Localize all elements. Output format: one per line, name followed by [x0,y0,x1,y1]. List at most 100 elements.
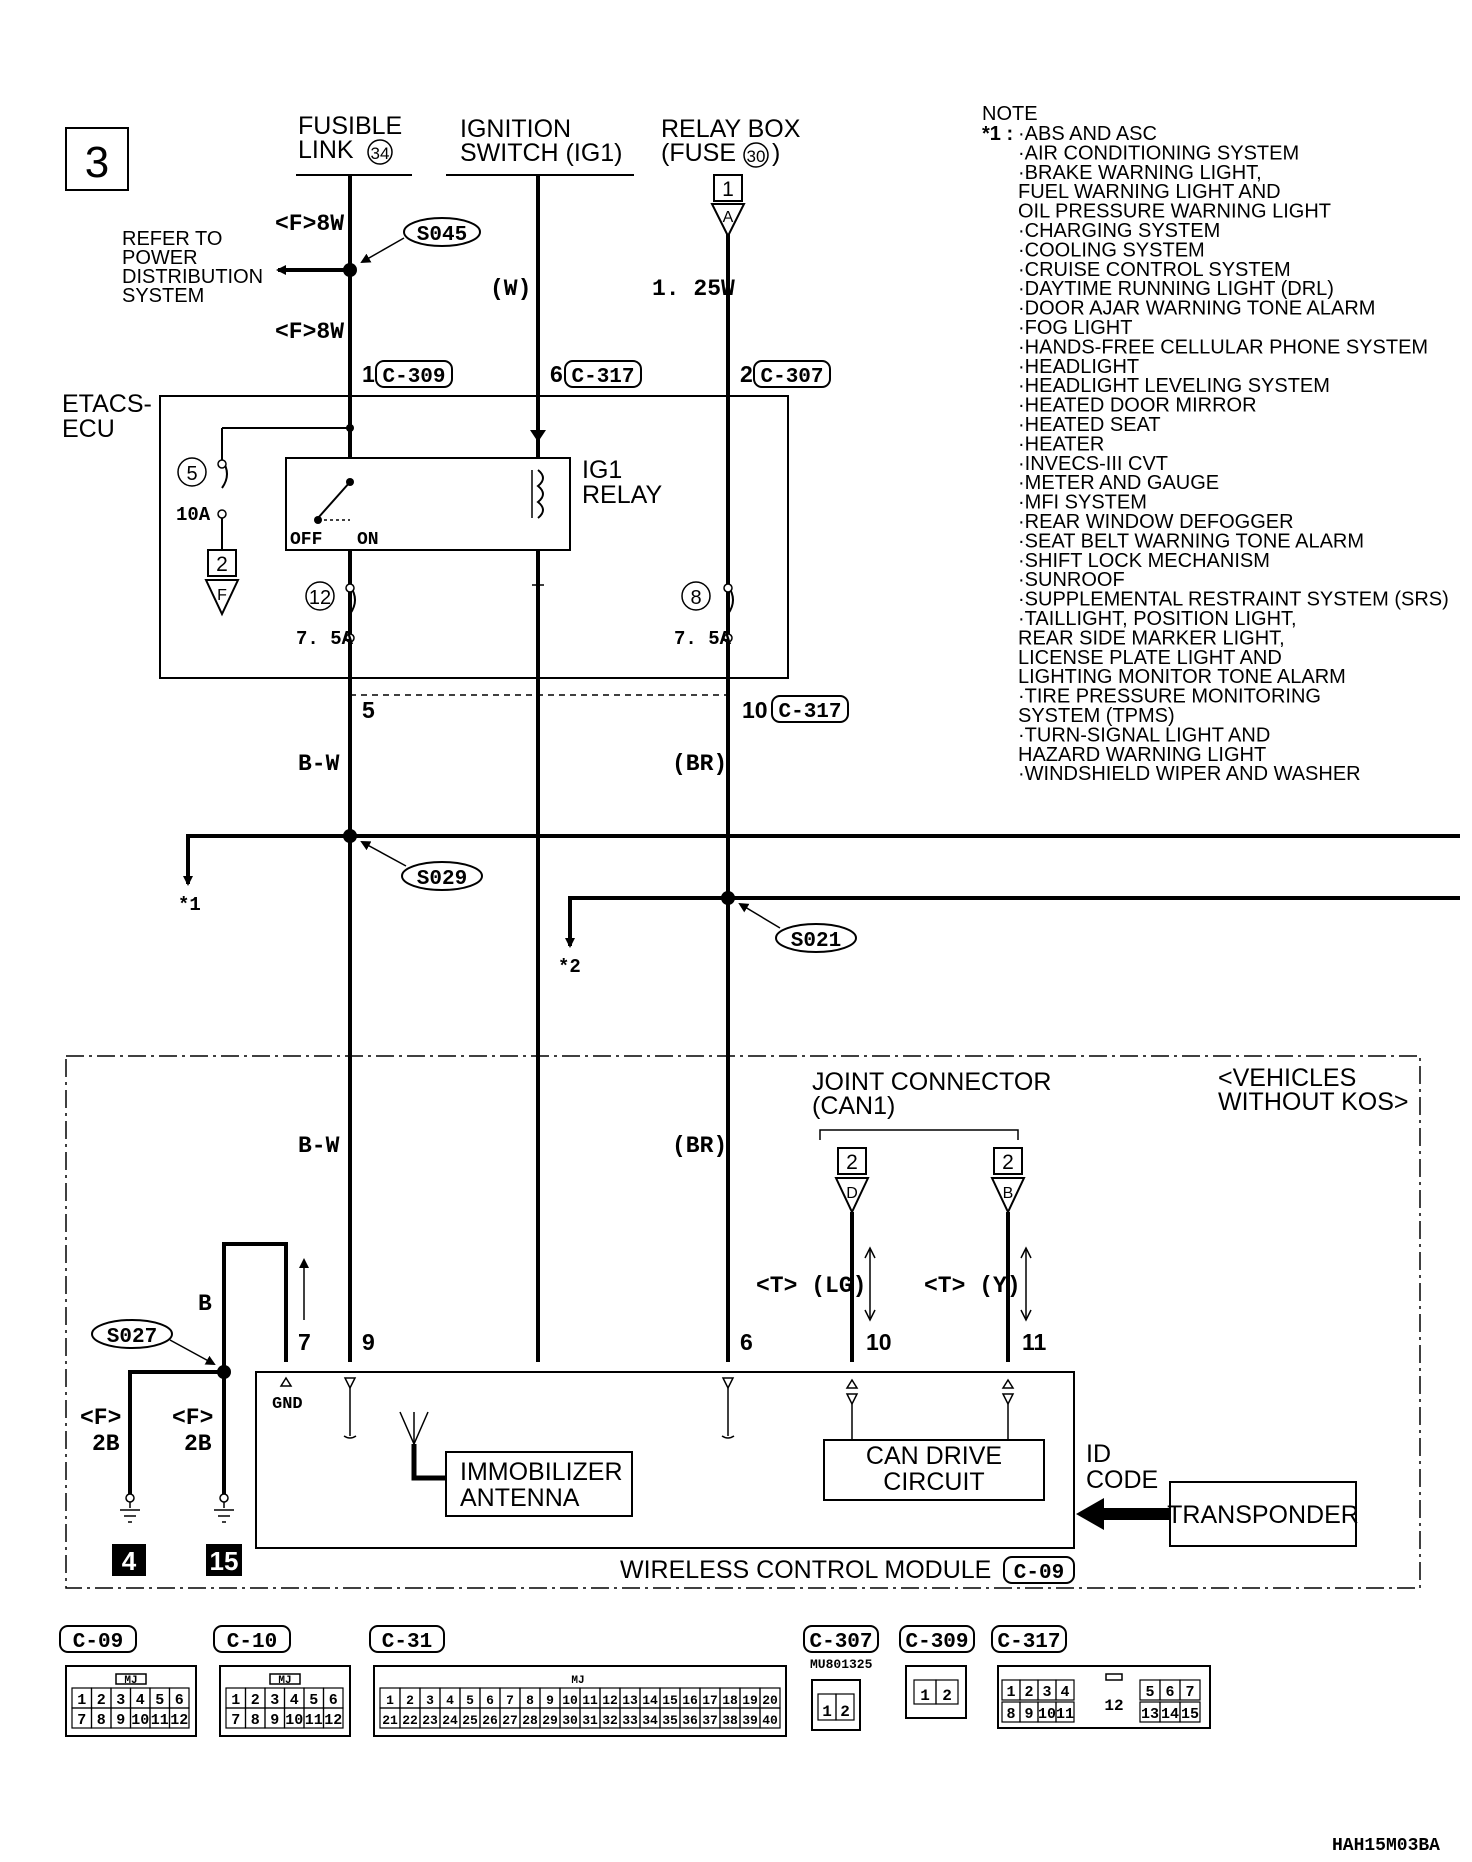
can-flag-d: 2 D [834,1147,870,1362]
connector-pin-label: 9 [270,1712,279,1729]
note-line: ·FOG LIGHT [1018,317,1132,339]
legend-c09-name: C-09 [73,1631,123,1654]
relay-box-fuse-number: 30 [747,147,766,166]
connector-pin-label: 20 [762,1693,778,1708]
connector-pin-label: 12 [170,1712,188,1729]
connector-pin-label: 3 [1042,1684,1051,1701]
wire-label-bw-top: B-W [298,751,340,777]
legend-c10-name: C-10 [227,1631,277,1654]
legend-c317-mid: 12 [1104,1697,1123,1715]
fuse12-amp: 7. 5A [296,628,354,650]
connector-pin-label: 5 [155,1692,164,1709]
legend-c10-tag: MJ [278,1675,291,1687]
connector-pin-label: 1 [822,1703,832,1721]
connector-pin-label: 38 [722,1713,738,1728]
splice-s027: S027 [91,1319,216,1365]
note-line: ·HANDS-FREE CELLULAR PHONE SYSTEM [1018,336,1428,358]
ground-tag-15-label: 15 [210,1546,239,1576]
module-boundary [65,1055,1421,1589]
connector-c317-label: C-317 [571,366,634,389]
connector-pin-label: 10 [562,1693,578,1708]
wcm-pin-9: 9 [362,1329,375,1355]
id-code-arrow [1076,1498,1170,1530]
connector-pin-label: 8 [526,1693,534,1708]
connector-pin-label: 40 [762,1713,778,1728]
note-line: REAR SIDE MARKER LIGHT, [1018,627,1285,649]
connector-pin-label: 16 [682,1693,698,1708]
connector-pin-label: 8 [97,1712,106,1729]
source-relay-box: RELAY BOX (FUSE 30 ) [661,115,801,168]
pin-c307: 2 C-307 [740,360,831,389]
etacs-label-1: ETACS- [62,390,152,418]
splice-s021: S021 [738,902,857,953]
fusible-link-label-2: LINK [298,136,354,164]
fuse5-amp: 10A [176,504,211,526]
connector-pin-label: 3 [116,1692,125,1709]
immobilizer-label-2: ANTENNA [460,1484,580,1512]
connector-pin-label: 24 [442,1713,458,1728]
splice-s029: S029 [360,841,483,891]
note-line: ·MFI SYSTEM [1018,492,1147,514]
connector-pin-label: 13 [1141,1706,1159,1723]
id-code-label-1: ID [1086,1440,1111,1468]
legend-c317-name: C-317 [997,1631,1060,1654]
connector-pin-label: 5 [466,1693,474,1708]
splice-s045: S045 [360,217,481,263]
wire-label-b: B [198,1291,212,1317]
note-line: ·COOLING SYSTEM [1018,239,1205,261]
ground-tag-4: 4 [112,1544,146,1576]
connector-pin-label: 39 [742,1713,758,1728]
connector-pin-label: 9 [116,1712,125,1729]
connector-pin-label: 10 [285,1712,303,1729]
switch-on-label: ON [357,530,379,550]
note-line: ·TIRE PRESSURE MONITORING [1018,686,1321,708]
note-line: ·CRUISE CONTROL SYSTEM [1018,259,1291,281]
legend-c31-tag: MJ [571,1675,584,1687]
connector-cell [835,1693,855,1721]
connector-pin-label: 29 [542,1713,558,1728]
connector-pin-label: 12 [602,1693,618,1708]
wcm-pin-10: 10 [866,1329,892,1355]
pin-c317-top: 6 C-317 [550,360,642,389]
wcm-pin-6: 6 [740,1329,753,1355]
connector-pin-label: 32 [602,1713,618,1728]
wire-label-f2b-right-2: 2B [184,1431,212,1457]
ground-symbol-a [120,1493,140,1523]
connector-pin-label: 2 [840,1703,850,1721]
connector-cell [322,1707,344,1729]
legend-c09-tag: MJ [124,1675,137,1687]
connector-pin-label: 11 [1056,1706,1074,1723]
page-number: 3 [85,138,109,187]
connector-pin-label: 1 [386,1693,394,1708]
connector-pin-label: 11 [305,1712,323,1729]
connector-pin-label: 6 [1165,1684,1174,1701]
note-line: LIGHTING MONITOR TONE ALARM [1018,666,1346,688]
connector-cell [935,1679,959,1705]
legend-c307-tag: MU801325 [810,1657,873,1672]
pin-5: 5 [362,697,375,723]
wire-label-br-top: (BR) [672,751,727,777]
wcm-title-connector: C-09 [1014,1562,1064,1585]
ground-tag-15: 15 [206,1544,242,1576]
legend-c309-name: C-309 [905,1631,968,1654]
ground-tag-4-label: 4 [122,1546,137,1576]
refer-line-4: SYSTEM [122,285,204,307]
wire-label-br-bottom: (BR) [672,1133,727,1159]
can-flag-d-num: 2 [846,1151,858,1174]
relay-box-flag-num: 1 [722,178,734,201]
joint-connector: JOINT CONNECTOR (CAN1) [812,1068,1051,1140]
connector-cell [168,1707,190,1729]
note-line: OIL PRESSURE WARNING LIGHT [1018,201,1331,223]
connector-pin-label: 21 [382,1713,398,1728]
connector-pin-label: 11 [582,1693,598,1708]
refer-line-2: POWER [122,247,198,269]
connector-pin-label: 13 [622,1693,638,1708]
wire-label-w: (W) [490,276,531,302]
note-line: ·HEADLIGHT [1018,356,1139,378]
connector-pin-label: 26 [482,1713,498,1728]
pin-c309-num: 1 [362,361,375,387]
connector-cell [1179,1701,1201,1723]
note-line: FUEL WARNING LIGHT AND [1018,181,1281,203]
